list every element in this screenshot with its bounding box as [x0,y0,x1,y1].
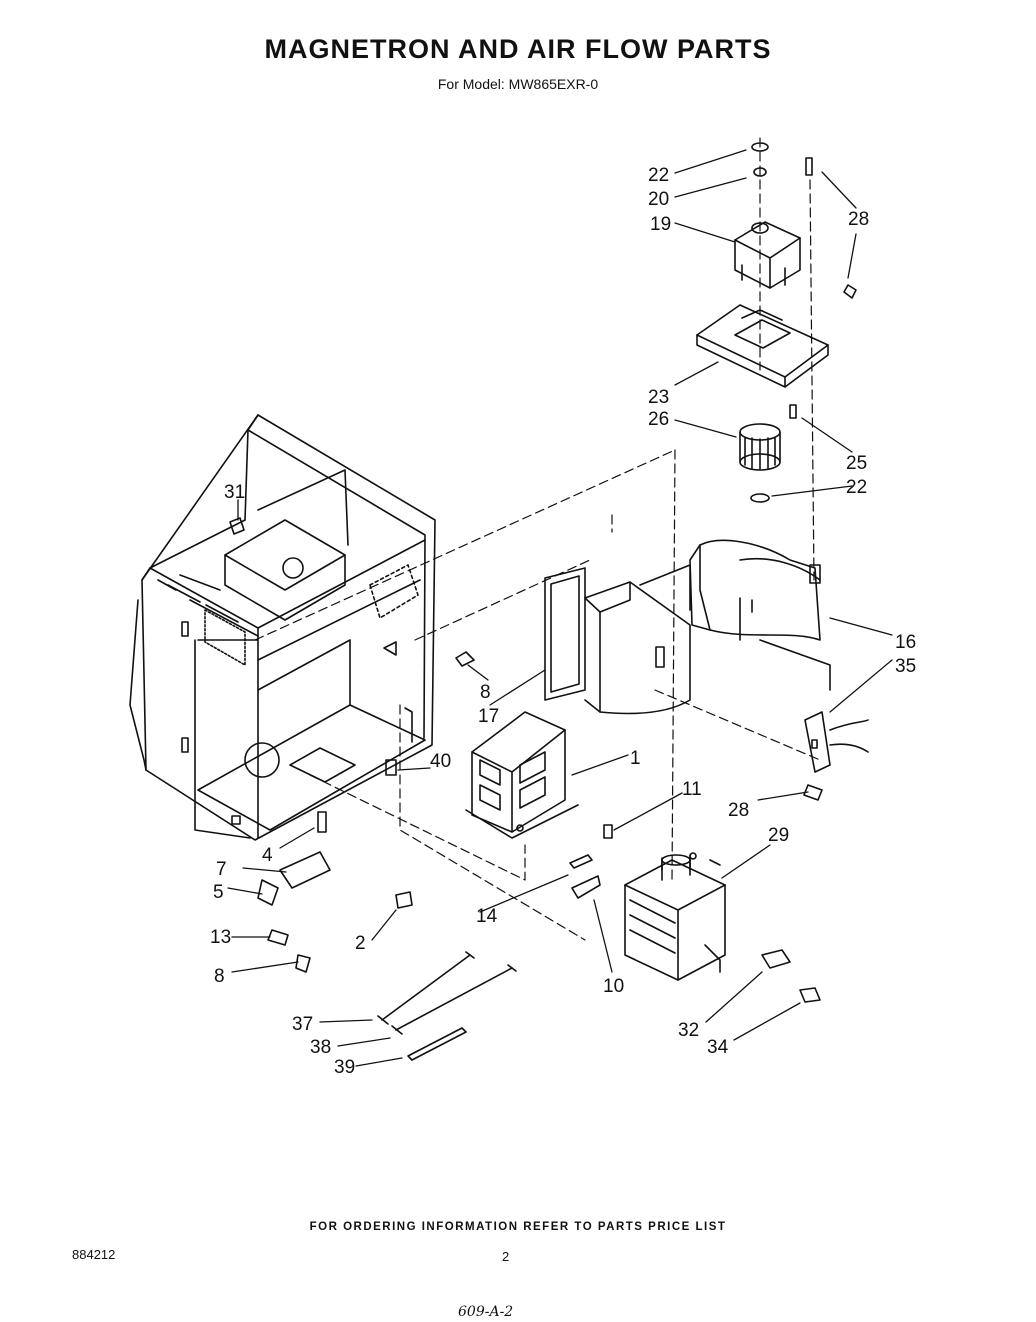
callout-39: 39 [334,1057,355,1078]
callout-38: 38 [310,1037,331,1058]
model-subtitle: For Model: MW865EXR-0 [437,76,599,92]
callout-1: 1 [630,748,641,769]
callout-2: 2 [355,933,366,954]
callout-34: 34 [707,1037,729,1058]
cabinet-chassis [129,414,436,841]
callout-22: 22 [846,477,867,498]
callout-labels: 22 20 19 28 28 23 26 25 22 31 16 35 8 17… [210,165,916,1078]
thermal-cutout-part-35 [804,711,869,773]
callout-5: 5 [213,882,224,903]
air-duct-part-16 [689,539,831,691]
callout-23: 23 [648,387,669,408]
blower-wheel-part-26 [739,423,781,503]
callout-16: 16 [895,632,916,653]
fan-motor-part-19 [734,142,857,299]
callout-28: 28 [728,800,749,821]
callout-35: 35 [895,656,916,677]
wire-leads [377,951,517,1061]
callout-32: 32 [678,1020,699,1041]
callout-7: 7 [216,859,227,880]
callout-37: 37 [292,1014,313,1035]
callout-10: 10 [603,976,624,997]
page-title: MAGNETRON AND AIR FLOW PARTS [264,34,772,64]
callout-4: 4 [262,845,273,866]
callout-31: 31 [224,482,245,503]
document-number: 884212 [72,1247,116,1262]
callout-8: 8 [480,682,491,703]
page-number: 2 [502,1249,510,1264]
callout-19: 19 [650,214,671,235]
callout-26: 26 [648,409,669,430]
callout-13: 13 [210,927,231,948]
callout-14: 14 [476,906,498,927]
callout-17: 17 [478,706,499,727]
callout-29: 29 [768,825,789,846]
callout-8: 8 [214,966,225,987]
projection-lines [254,137,821,941]
callout-28: 28 [848,209,869,230]
magnetron-part-29 [624,852,726,981]
handwritten-note: 609-A-2 [458,1304,514,1320]
callout-40: 40 [430,751,451,772]
callout-11: 11 [682,779,702,800]
small-hardware [229,517,823,1003]
air-guide-part-17 [544,564,691,715]
leader-lines [227,149,893,1067]
callout-25: 25 [846,453,867,474]
ordering-note: FOR ORDERING INFORMATION REFER TO PARTS … [309,1221,727,1233]
transformer-part-1 [465,711,579,839]
callout-22: 22 [648,165,669,186]
callout-20: 20 [648,189,669,210]
bracket-part-23 [696,304,829,419]
